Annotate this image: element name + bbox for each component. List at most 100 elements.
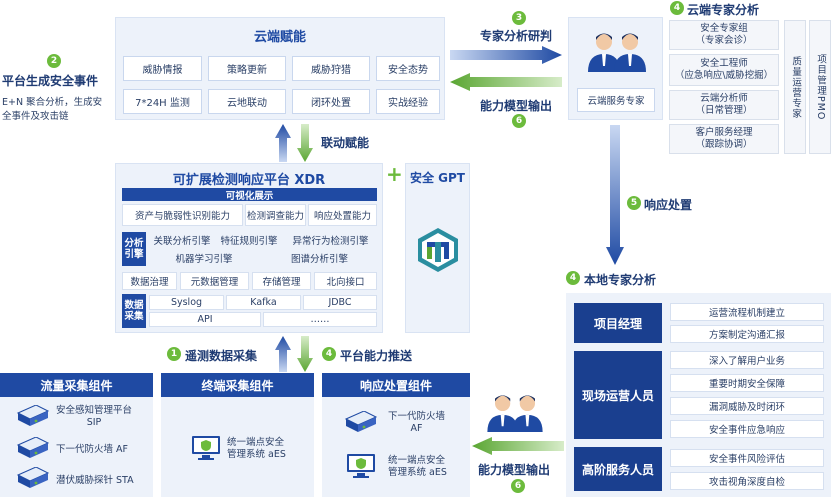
- gov-cell: 存储管理: [252, 272, 311, 290]
- gpt-title: 安全 GPT: [409, 171, 465, 185]
- collect-cell: API: [149, 312, 261, 327]
- collect-cell: Syslog: [149, 295, 224, 310]
- cloud-cell: 7*24H 监测: [123, 89, 202, 114]
- endpoint-device-aes: 统一端点安全 管理系统 aES: [227, 437, 286, 460]
- response-title: 响应处置组件: [322, 373, 470, 397]
- vis-header: 可视化展示: [122, 188, 377, 202]
- expert-person-icon: [588, 33, 646, 72]
- local-step-4-badge: 4: [566, 271, 580, 285]
- role-item: 漏洞威胁及时闭环: [670, 397, 824, 415]
- vis-cell: 资产与脆弱性识别能力: [122, 204, 243, 226]
- engine-cell: 特征规则引擎: [220, 235, 278, 247]
- flow-device-sip: 安全感知管理平台 SIP: [56, 405, 133, 428]
- cloud-cell: 威胁情报: [123, 56, 202, 81]
- vis-cell: 响应处置能力: [308, 204, 377, 226]
- engine-cell: 图谱分析引擎: [290, 253, 348, 265]
- step-6-label: 能力模型输出: [480, 99, 553, 113]
- role-project-manager: 项目经理: [574, 303, 662, 343]
- role-item: 方案制定沟通汇报: [670, 325, 824, 343]
- step-1-label: 遥测数据采集: [185, 349, 258, 363]
- step-2-badge: 2: [47, 54, 61, 68]
- linkage-label: 联动赋能: [321, 136, 370, 150]
- cloud-experts-title: 云端专家分析: [687, 3, 760, 17]
- cloud-cell: 策略更新: [208, 56, 286, 81]
- step-5-badge: 5: [627, 196, 641, 210]
- cloud-expert-item: 云端分析师 （日常管理）: [669, 90, 779, 120]
- flow-collect-title: 流量采集组件: [0, 373, 153, 397]
- step-5-label: 响应处置: [644, 198, 693, 212]
- engine-cell: 机器学习引擎: [175, 253, 233, 265]
- role-item: 重要时期安全保障: [670, 374, 824, 392]
- step-1-badge: 1: [167, 347, 181, 361]
- cloud-expert-item: 安全专家组 （专家会诊）: [669, 20, 779, 50]
- flow-device-af: 下一代防火墙 AF: [56, 444, 128, 455]
- quality-ops-expert: 质量运营专家: [784, 20, 806, 154]
- collect-cell: JDBC: [303, 295, 377, 310]
- engine-cell: 关联分析引擎: [153, 235, 211, 247]
- cloud-service-panel: 云端服务专家: [568, 17, 663, 120]
- role-item: 攻击视角深度自检: [670, 472, 824, 490]
- cloud-cell: 安全态势: [376, 56, 440, 81]
- arrow-down-push-icon: [297, 336, 313, 372]
- step-4b-label: 平台能力推送: [340, 349, 413, 363]
- gpt-logo-icon: [418, 228, 458, 272]
- response-firewall-icon: [344, 411, 378, 432]
- vis-cell: 检测调查能力: [245, 204, 306, 226]
- cloud-expert-item: 安全工程师 （应急响应\威胁挖掘）: [669, 54, 779, 86]
- sensor-icon: [16, 467, 50, 488]
- response-device-af: 下一代防火墙 AF: [388, 411, 446, 434]
- local-panel: 项目经理 运营流程机制建立 方案制定沟通汇报 现场运营人员 深入了解用户业务 重…: [566, 293, 831, 497]
- cloud-cell: 闭环处置: [292, 89, 370, 114]
- arrow-up-collect-icon: [275, 336, 291, 372]
- local-title: 本地专家分析: [584, 273, 657, 287]
- role-item: 安全事件应急响应: [670, 420, 824, 438]
- engine-cell: 异常行为检测引擎: [292, 235, 369, 247]
- cloud-service-label: 云端服务专家: [577, 88, 655, 112]
- response-monitor-icon: [347, 454, 375, 478]
- arrow-left-bottom-icon: [472, 437, 564, 455]
- server-icon: [16, 405, 50, 426]
- flow-collect-panel: 流量采集组件 安全感知管理平台 SIP 下一代防火墙 AF 潜伏威胁探针 STA: [0, 373, 153, 497]
- arrow-down-icon: [297, 124, 313, 162]
- gov-cell: 元数据管理: [180, 272, 249, 290]
- local-experts-person-icon: [487, 395, 543, 432]
- endpoint-monitor-icon: [192, 436, 220, 460]
- step-3-badge: 3: [512, 11, 526, 25]
- step-6b-badge: 6: [511, 479, 525, 493]
- cloud-cell: 实战经验: [376, 89, 440, 114]
- xdr-title: 可扩展检测响应平台 XDR: [172, 173, 326, 188]
- cloud-cell: 威胁狩猎: [292, 56, 370, 81]
- gov-cell: 北向接口: [314, 272, 377, 290]
- firewall-icon: [16, 437, 50, 458]
- project-pmo: 项目管理PMO: [809, 20, 831, 154]
- step-6b-label: 能力模型输出: [478, 463, 551, 477]
- arrow-left-icon: [450, 73, 562, 91]
- xdr-panel: 可扩展检测响应平台 XDR 可视化展示 资产与脆弱性识别能力 检测调查能力 响应…: [115, 163, 383, 333]
- endpoint-collect-title: 终端采集组件: [161, 373, 314, 397]
- cloud-title: 云端赋能: [253, 30, 306, 45]
- step-4-badge: 4: [670, 1, 684, 15]
- role-senior-service: 高阶服务人员: [574, 447, 662, 491]
- endpoint-collect-panel: 终端采集组件 统一端点安全 管理系统 aES: [161, 373, 314, 497]
- step-6-badge: 6: [512, 114, 526, 128]
- collect-cell: Kafka: [226, 295, 301, 310]
- step-4b-badge: 4: [322, 347, 336, 361]
- collect-cell: ……: [263, 312, 377, 327]
- gpt-plus: +: [386, 162, 403, 186]
- left-note-desc-1: E+N 聚合分析，生成安: [2, 97, 103, 108]
- arrow-down-long-icon: [606, 125, 624, 265]
- cloud-expert-item: 客户服务经理 （跟踪协调）: [669, 124, 779, 154]
- step-3-label: 专家分析研判: [480, 29, 553, 43]
- gpt-panel: 安全 GPT: [405, 163, 470, 333]
- role-item: 安全事件风险评估: [670, 449, 824, 467]
- role-onsite-ops: 现场运营人员: [574, 351, 662, 439]
- collect-label: 数据采集: [122, 294, 146, 328]
- left-note-title: 平台生成安全事件: [2, 74, 99, 88]
- gov-cell: 数据治理: [122, 272, 177, 290]
- arrow-up-icon: [275, 124, 291, 162]
- cloud-cell: 云地联动: [208, 89, 286, 114]
- role-item: 运营流程机制建立: [670, 303, 824, 321]
- engine-label: 分析引擎: [122, 232, 146, 266]
- arrow-right-icon: [450, 46, 562, 64]
- left-note-desc-2: 全事件及攻击链: [2, 111, 69, 122]
